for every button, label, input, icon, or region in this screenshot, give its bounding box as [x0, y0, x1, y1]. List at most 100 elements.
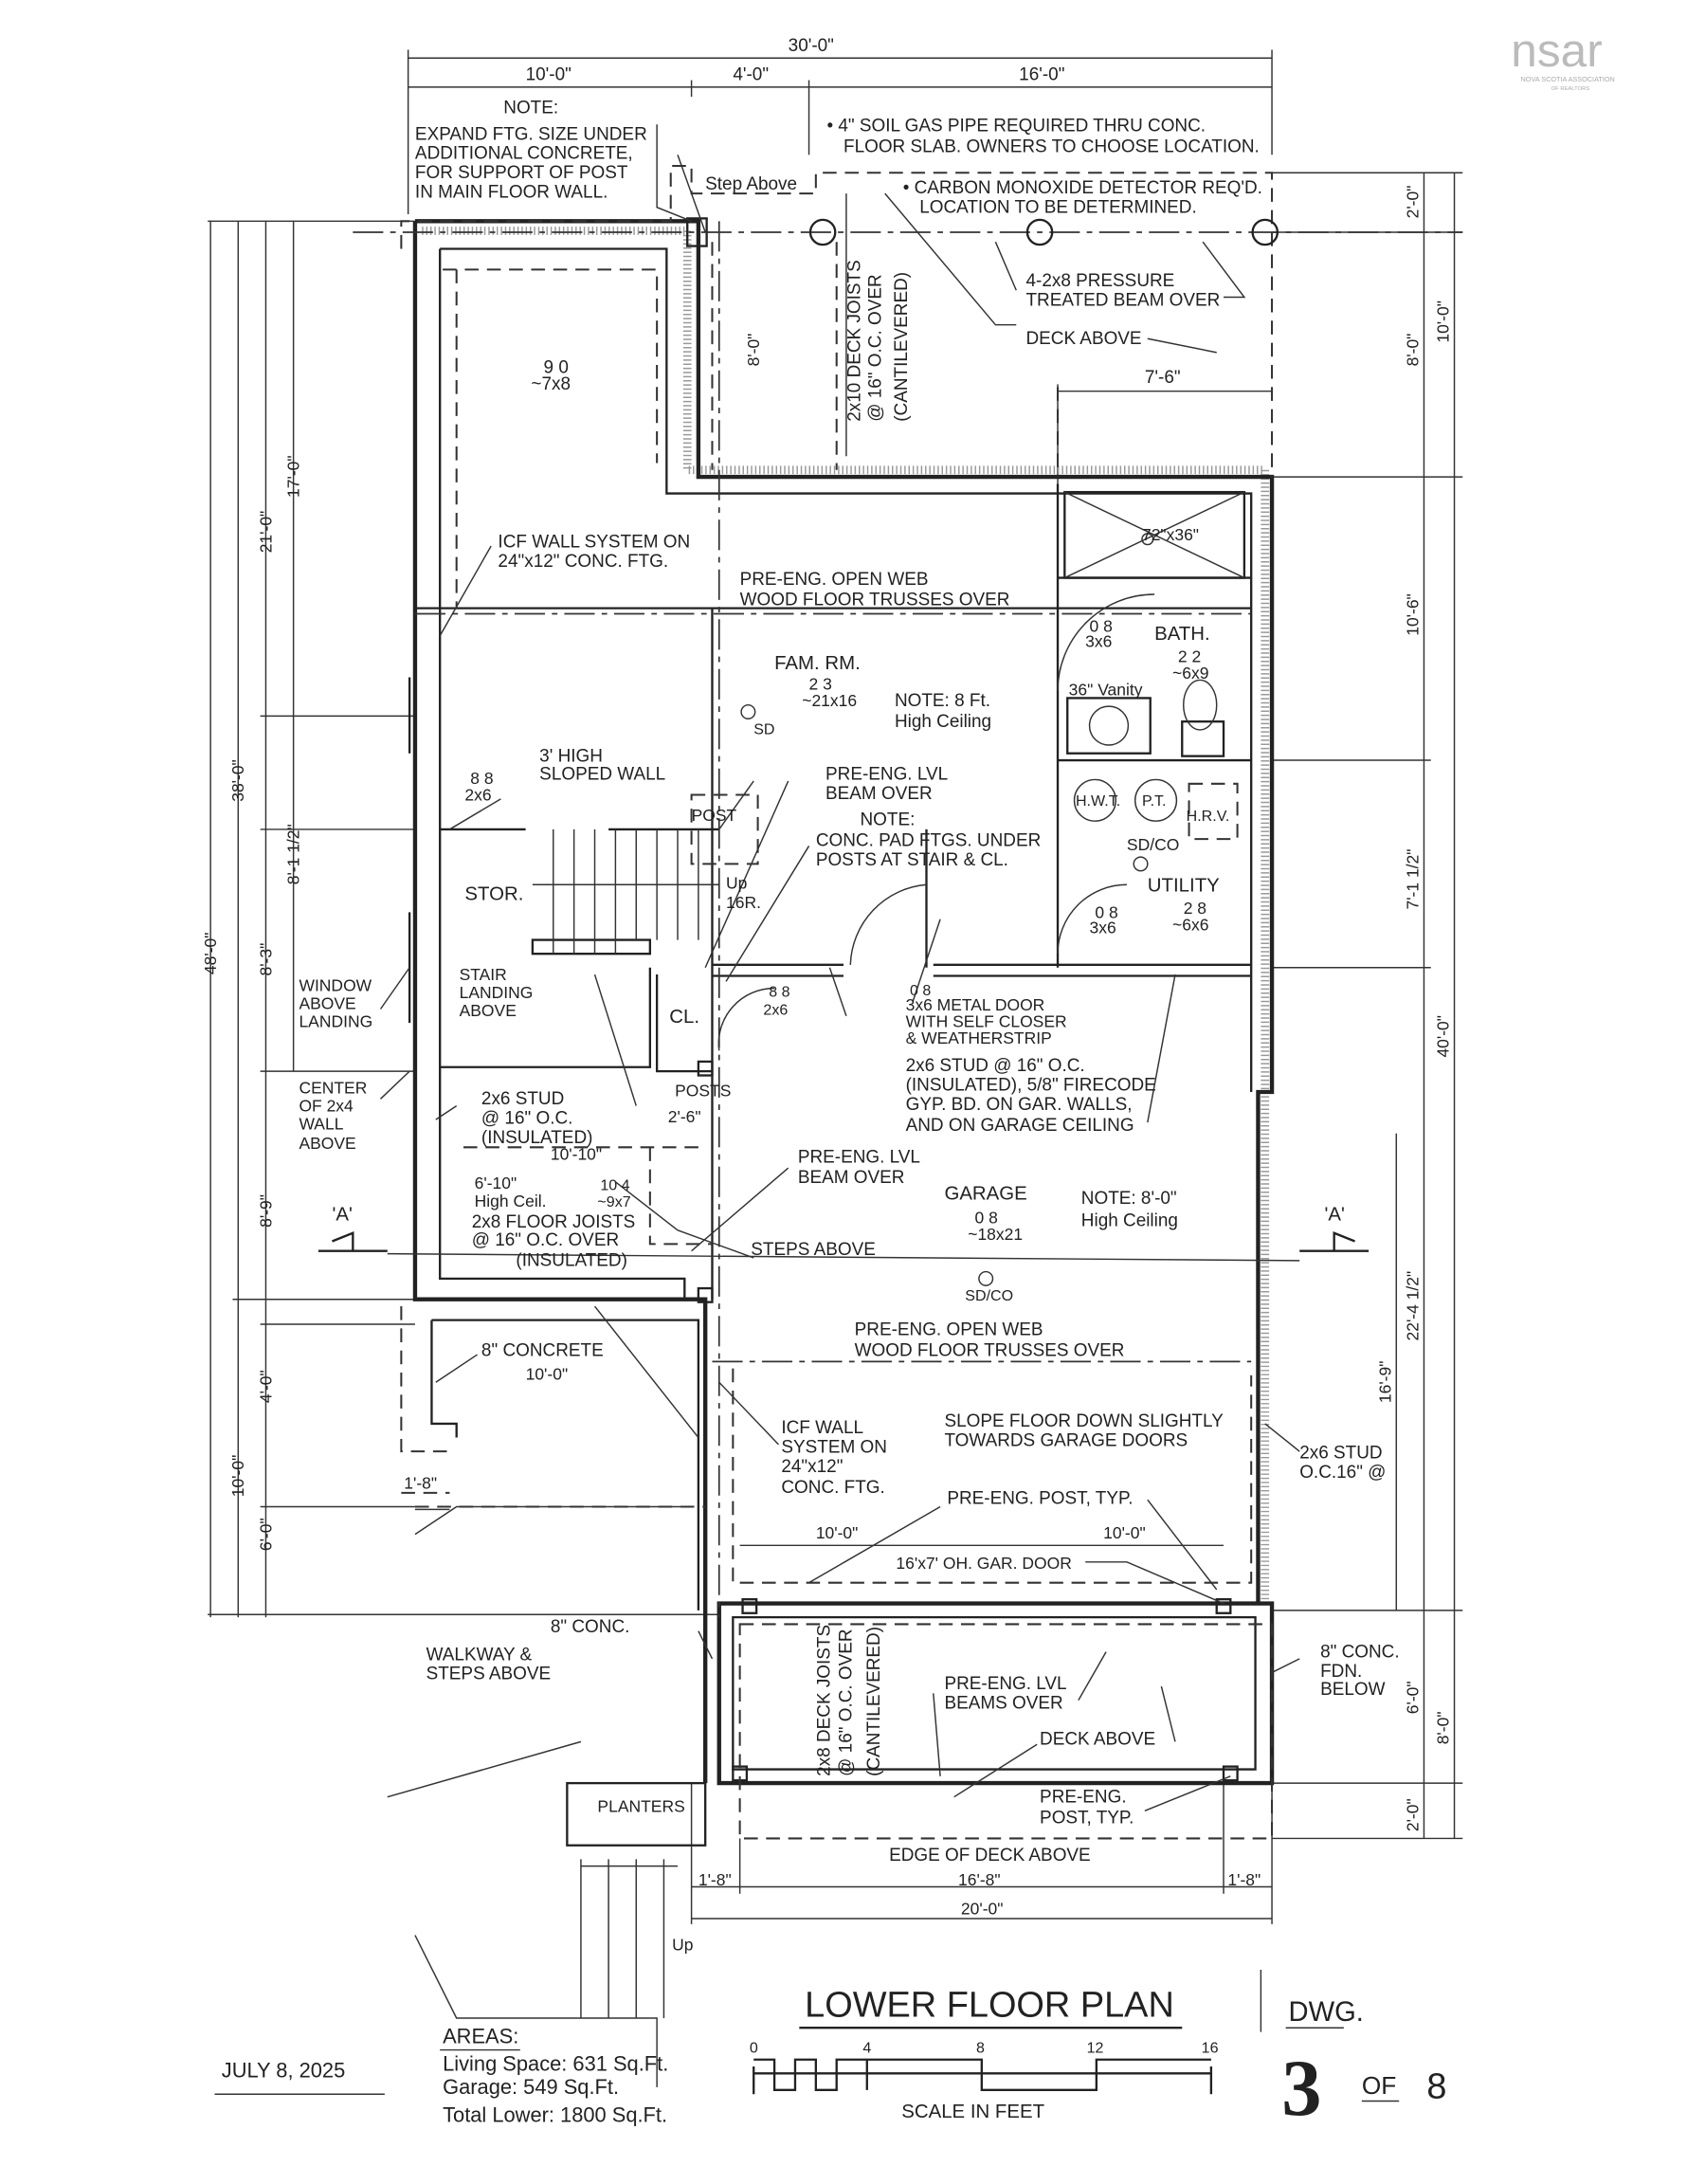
label-post2-1: PRE-ENG.	[1040, 1788, 1127, 1808]
label-stor-door-a: 8 8	[470, 769, 493, 788]
logo-subtitle: NOVA SCOTIA ASSOCIATION	[1521, 75, 1615, 83]
label-truss-1: PRE-ENG. OPEN WEB	[740, 570, 929, 590]
label-r-10-6: 10'-6"	[1404, 593, 1423, 636]
label-util-door-b: 3x6	[1090, 918, 1116, 937]
label-bath: BATH.	[1154, 624, 1210, 645]
label-deck-above-bot: DECK ABOVE	[1040, 1729, 1155, 1749]
label-fire-2: (INSULATED), 5/8" FIRECODE	[906, 1076, 1156, 1096]
label-util-a: 2 8	[1184, 899, 1206, 918]
label-low-a: 10 4	[600, 1177, 629, 1194]
label-dim-10-g2: 10'-0"	[1103, 1523, 1146, 1542]
label-sec-a-right: 'A'	[1324, 1205, 1344, 1226]
label-window-2: ABOVE	[299, 994, 355, 1013]
label-sloped-2: SLOPED WALL	[539, 764, 665, 784]
label-concrete-8: 8" CONCRETE	[481, 1341, 604, 1361]
label-metal-2: WITH SELF CLOSER	[906, 1011, 1067, 1030]
label-dim-10-10: 10'-10"	[551, 1144, 602, 1163]
label-center-2: OF 2x4	[299, 1096, 354, 1115]
label-l-4: 4'-0"	[256, 1370, 275, 1403]
label-l-21: 21'-0"	[256, 511, 275, 554]
label-l-10: 10'-0"	[228, 1455, 247, 1498]
label-truss2-2: WOOD FLOOR TRUSSES OVER	[855, 1341, 1125, 1361]
label-fam: FAM. RM.	[774, 653, 861, 674]
label-planters: PLANTERS	[597, 1797, 684, 1816]
label-r-6: 6'-0"	[1404, 1681, 1423, 1714]
scale-tick: 12	[1087, 2039, 1104, 2056]
label-stor-door-b: 2x6	[464, 785, 491, 804]
label-bath-door-b: 3x6	[1085, 631, 1112, 650]
label-landing-2: LANDING	[460, 983, 534, 1002]
label-dim-10-c: 10'-0"	[526, 1364, 569, 1383]
label-r-2a: 2'-0"	[1404, 186, 1423, 219]
label-up-2: Up	[672, 1936, 693, 1955]
label-stud-1: 2x6 STUD	[481, 1089, 564, 1109]
label-stud2-1: 2x6 STUD	[1299, 1443, 1382, 1463]
label-post2-2: POST, TYP.	[1040, 1808, 1134, 1828]
area-total: Total Lower: 1800 Sq.Ft.	[443, 2102, 667, 2126]
label-hrv: H.R.V.	[1187, 808, 1230, 825]
label-ceil-2: High Ceil.	[475, 1192, 547, 1210]
label-bath-a: 2 2	[1178, 646, 1201, 665]
label-beam-2: TREATED BEAM OVER	[1025, 290, 1220, 310]
label-dim-1-8a: 1'-8"	[404, 1474, 437, 1493]
scale-bar: 0 4 8 12 16 SCALE IN FEET	[750, 2039, 1219, 2122]
label-icf2-1: ICF WALL	[781, 1418, 863, 1438]
label-metal-1: 3x6 METAL DOOR	[906, 995, 1045, 1014]
label-deck-above-top: DECK ABOVE	[1025, 329, 1141, 349]
scale-tick: 0	[750, 2039, 758, 2056]
label-r-2b: 2'-0"	[1404, 1798, 1423, 1831]
label-r-40: 40'-0"	[1434, 1015, 1453, 1058]
label-bath-door-a: 0 8	[1090, 616, 1113, 635]
label-co-1: • CARBON MONOXIDE DETECTOR REQ'D.	[903, 178, 1262, 198]
label-window-3: LANDING	[299, 1011, 372, 1030]
label-l-17: 17'-0"	[283, 455, 302, 498]
label-steps-above: STEPS ABOVE	[751, 1240, 876, 1260]
label-dim-4: 4'-0"	[733, 65, 769, 85]
label-stor-top-a: 9 0	[544, 358, 569, 378]
label-sec-a-left: 'A'	[332, 1205, 352, 1226]
scale-tick: 8	[976, 2039, 985, 2056]
area-garage: Garage: 549 Sq.Ft.	[443, 2075, 619, 2099]
label-fj-2: @ 16" O.C. OVER	[472, 1230, 619, 1250]
label-note-2: ADDITIONAL CONCRETE,	[415, 144, 633, 164]
label-hwt: H.W.T.	[1076, 792, 1120, 810]
label-walk-1: WALKWAY &	[426, 1645, 533, 1665]
stair-treads	[532, 828, 719, 955]
label-note-title: NOTE:	[503, 99, 558, 118]
label-slope-2: TOWARDS GARAGE DOORS	[944, 1430, 1188, 1450]
label-utility: UTILITY	[1148, 876, 1220, 897]
label-gar-note-1: NOTE: 8'-0"	[1081, 1189, 1177, 1209]
logo-subtitle-2: OF REALTORS	[1551, 86, 1590, 92]
label-r-22-4: 22'-4 1/2"	[1404, 1271, 1423, 1341]
label-stor-top-b: ~7x8	[531, 374, 571, 394]
label-dim-8-top: 8'-0"	[744, 334, 763, 367]
label-sd: SD	[753, 720, 774, 737]
label-fj-1: 2x8 FLOOR JOISTS	[472, 1212, 636, 1232]
label-note-4: IN MAIN FLOOR WALL.	[415, 183, 608, 203]
label-l-38: 38'-0"	[228, 759, 247, 802]
drawing-date: JULY 8, 2025	[222, 2059, 345, 2083]
scale-tick: 4	[862, 2039, 871, 2056]
logo: nsar NOVA SCOTIA ASSOCIATION OF REALTORS	[1511, 24, 1614, 92]
label-dim-7-6: 7'-6"	[1145, 368, 1181, 388]
label-icf-1: ICF WALL SYSTEM ON	[498, 532, 690, 552]
label-l-8-1: 8'-1 1/2"	[283, 824, 302, 884]
label-step-above: Step Above	[705, 174, 797, 194]
label-garage: GARAGE	[944, 1184, 1026, 1205]
label-window-1: WINDOW	[299, 976, 372, 995]
dimension-lines	[208, 49, 1463, 1924]
label-soil-2: FLOOR SLAB. OWNERS TO CHOOSE LOCATION.	[844, 136, 1260, 156]
label-l-6: 6'-0"	[256, 1518, 275, 1551]
label-gar-door: 16'x7' OH. GAR. DOOR	[896, 1554, 1071, 1573]
label-util-b: ~6x6	[1172, 915, 1208, 934]
label-lvl3-2: BEAMS OVER	[944, 1693, 1062, 1713]
label-metal-a: 0 8	[910, 982, 931, 999]
label-landing-3: ABOVE	[460, 1001, 517, 1020]
label-cl-door-b: 2x6	[763, 1001, 788, 1018]
label-r-8a: 8'-0"	[1404, 334, 1423, 367]
label-cl-door-a: 8 8	[769, 983, 789, 1000]
label-joist-top-1: 2x10 DECK JOISTS	[844, 260, 864, 422]
label-risers: 16R.	[726, 893, 761, 912]
label-l-8-3: 8'-3"	[256, 943, 275, 976]
label-r-10a: 10'-0"	[1434, 300, 1453, 343]
